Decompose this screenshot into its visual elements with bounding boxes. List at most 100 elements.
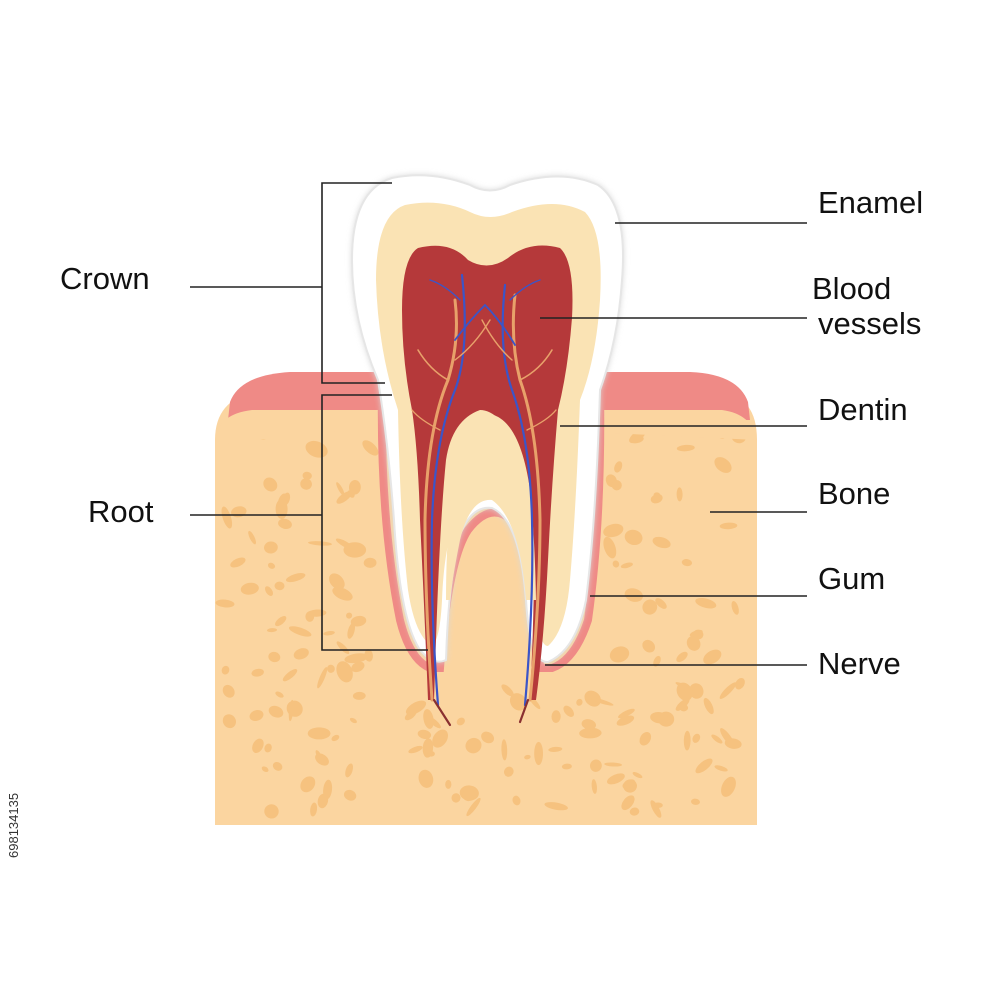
- bone-spot: [606, 773, 625, 785]
- bone-spot: [264, 586, 274, 596]
- nerve-label: Nerve: [818, 646, 901, 681]
- bone-spot: [275, 616, 287, 627]
- bone-spot: [591, 779, 597, 794]
- gum-label: Gum: [818, 561, 886, 596]
- bone-spot: [285, 573, 306, 583]
- bone-spot: [268, 651, 281, 663]
- bone-spot: [731, 601, 739, 615]
- bone-spot: [524, 754, 531, 760]
- bone-spot: [692, 733, 701, 743]
- gum-tissue: [228, 372, 388, 420]
- bone-spot: [432, 729, 449, 748]
- bone-spot: [676, 682, 693, 701]
- bone-spot: [278, 518, 292, 530]
- bone-spot: [714, 765, 728, 772]
- bone-spot: [720, 728, 735, 747]
- bone-spot: [347, 623, 356, 639]
- bone-spot: [676, 651, 688, 663]
- bone-spot: [417, 729, 432, 740]
- bone-spot: [616, 715, 635, 726]
- bone-spot: [456, 717, 465, 726]
- bone-spot: [509, 693, 527, 711]
- pulp-chamber: [402, 245, 573, 701]
- bone-spot: [317, 667, 328, 689]
- bone-spot: [650, 493, 663, 504]
- bone-spot: [249, 710, 264, 721]
- bone-spot: [344, 653, 368, 664]
- bone-spot: [251, 668, 264, 677]
- bone-spot: [603, 523, 624, 538]
- leader-lines: [190, 182, 807, 666]
- bone-spot: [350, 615, 367, 627]
- bone-spot: [465, 737, 482, 754]
- bone-spot: [681, 559, 693, 567]
- bone-spot: [408, 745, 423, 754]
- bone-spot: [336, 641, 350, 655]
- bone-label: Bone: [818, 476, 891, 511]
- bone-spot: [267, 562, 276, 569]
- bone-spot: [676, 444, 695, 452]
- bone-spot: [261, 766, 269, 773]
- bone-spot: [581, 719, 597, 730]
- bone-spot: [614, 461, 623, 473]
- bone-spot: [501, 684, 514, 697]
- bone-spot: [650, 712, 669, 724]
- bone-spot: [215, 599, 235, 608]
- bone-spot: [655, 598, 667, 609]
- bone-spot: [501, 739, 508, 761]
- bone-spot: [683, 730, 691, 751]
- bone-spot: [691, 798, 700, 805]
- bone-spot: [686, 635, 701, 651]
- bone-spot: [274, 581, 285, 591]
- bone-spot: [230, 557, 246, 568]
- bone-spot: [323, 630, 335, 636]
- crown-label: Crown: [60, 261, 150, 296]
- bone-spot: [653, 655, 661, 667]
- bone-spot: [676, 487, 683, 502]
- bone-spot: [622, 779, 636, 789]
- bone-spot: [481, 731, 495, 744]
- bone-spot: [612, 560, 620, 568]
- bone-spot: [264, 804, 279, 819]
- bone-spot: [604, 762, 622, 767]
- bone-spot: [336, 482, 345, 496]
- bone-spot: [405, 700, 427, 715]
- bone-spot: [719, 522, 738, 530]
- bone-spot: [288, 626, 312, 637]
- bone-spot: [618, 708, 635, 719]
- bone-spot: [272, 761, 283, 771]
- bone-spot: [302, 471, 312, 480]
- crown-bracket: [321, 182, 392, 384]
- bone-spot: [221, 506, 233, 529]
- bone-spot: [351, 661, 365, 673]
- bone-spot: [300, 776, 316, 793]
- bone-spot: [222, 714, 236, 729]
- bone-spot: [544, 802, 568, 811]
- bone-spot: [642, 639, 656, 653]
- bone-spot: [711, 734, 723, 744]
- bone-spot: [451, 793, 461, 803]
- bone-spot: [695, 758, 713, 774]
- bone-spot: [240, 582, 259, 595]
- bone-spot: [466, 797, 481, 817]
- stock-id-text: 698134135: [6, 792, 21, 858]
- bone-spot: [349, 717, 357, 724]
- bone-spot: [719, 682, 737, 699]
- dentin-label: Dentin: [818, 392, 908, 427]
- periodontal-ligament: [377, 389, 605, 672]
- bone-spot: [310, 802, 318, 817]
- bone-spot: [703, 649, 722, 665]
- bone-spot: [579, 727, 602, 739]
- bone-spot: [282, 669, 298, 682]
- bone-spot: [703, 697, 714, 715]
- bone-spot: [363, 557, 377, 568]
- bone-spot: [445, 779, 452, 789]
- enamel-label: Enamel: [818, 185, 924, 220]
- bone-spot: [512, 795, 521, 806]
- bone-spot: [563, 705, 574, 717]
- bone-spot: [551, 710, 561, 723]
- bone-spot: [504, 766, 514, 777]
- bone-spot: [293, 648, 309, 660]
- bone-spot: [221, 665, 230, 675]
